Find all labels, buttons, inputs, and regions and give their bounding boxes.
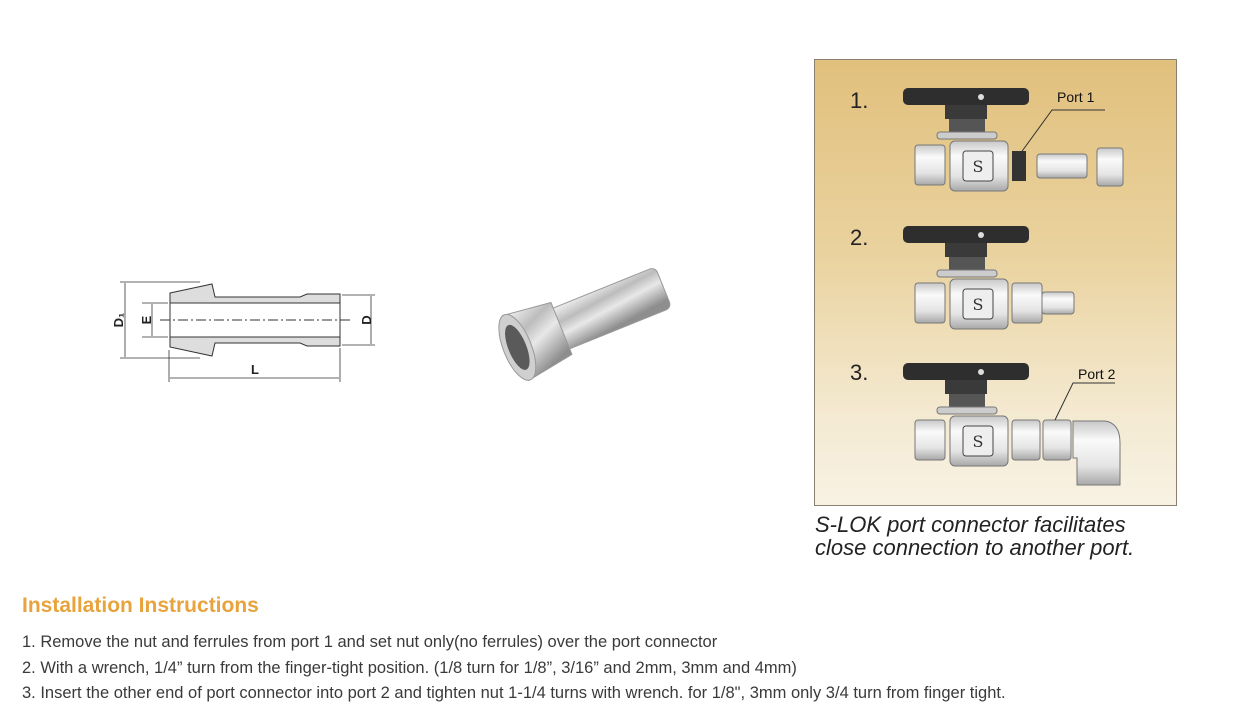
- nut: [1011, 282, 1043, 324]
- step-3-number: 3.: [850, 360, 869, 385]
- installation-step: 3. Insert the other end of port connecto…: [22, 684, 1006, 702]
- valve-step-1: [902, 88, 1124, 192]
- installation-heading: Installation Instructions: [22, 594, 259, 617]
- nut: [1011, 419, 1041, 461]
- port-connector-photo: [498, 268, 671, 382]
- valve-step-2: [902, 226, 1075, 330]
- port-2-label: Port 2: [1078, 366, 1116, 382]
- port-connector: [1036, 153, 1088, 179]
- port-1-thread: [1012, 151, 1026, 181]
- panel-caption: S-LOK port connector facilitates close c…: [815, 513, 1134, 559]
- elbow-fitting: [1072, 420, 1121, 486]
- port-1-label: Port 1: [1057, 89, 1095, 105]
- label-d1: D₁: [111, 313, 126, 328]
- label-d: D: [359, 315, 374, 324]
- label-e: E: [139, 315, 154, 324]
- step-2-number: 2.: [850, 225, 869, 250]
- installation-step: 1. Remove the nut and ferrules from port…: [22, 633, 718, 651]
- port-2-leader: [1054, 382, 1115, 421]
- dimension-drawing: D₁ E D L: [111, 281, 375, 382]
- label-l: L: [251, 362, 259, 377]
- caption-line-1: S-LOK port connector facilitates: [815, 512, 1126, 537]
- installation-diagram-panel: S 1. Port 1 2. 3. Port 2: [814, 59, 1177, 506]
- caption-line-2: close connection to another port.: [815, 535, 1135, 560]
- valve-step-3: [902, 363, 1121, 486]
- step-1-number: 1.: [850, 88, 869, 113]
- port-connector: [1041, 291, 1075, 315]
- installation-steps: 1. Remove the nut and ferrules from port…: [22, 630, 1006, 707]
- installation-step: 2. With a wrench, 1/4” turn from the fin…: [22, 658, 797, 677]
- port-2-nut: [1042, 419, 1072, 461]
- port-1-leader: [1019, 109, 1105, 155]
- nut: [1096, 147, 1124, 187]
